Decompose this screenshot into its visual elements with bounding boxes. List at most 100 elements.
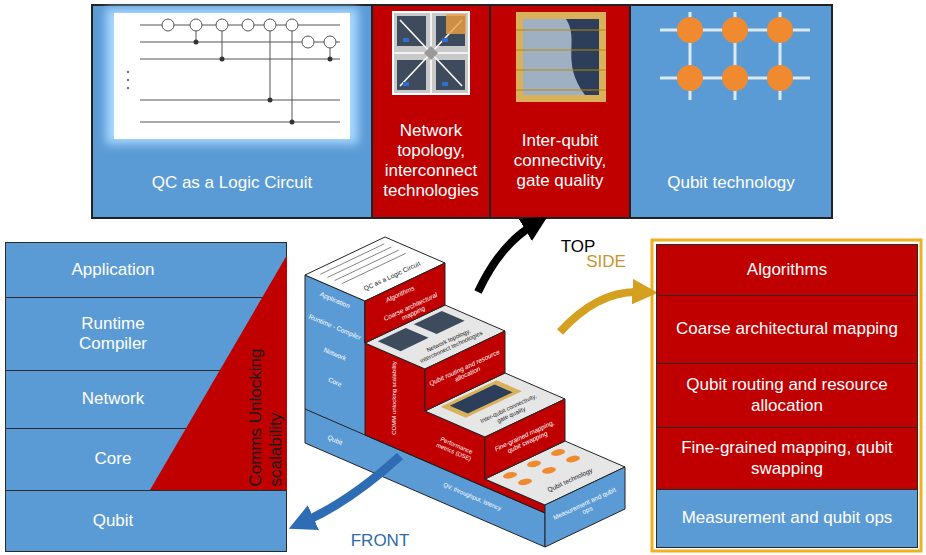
circuit-picture [268,98,273,103]
circuit-picture [140,100,340,101]
banner [490,5,630,218]
network-picture [424,46,438,60]
comms-triangle: Comms Unlocking scalability [150,250,287,490]
network-picture [393,12,469,94]
circuit-picture [127,71,129,89]
chip-picture [516,30,606,31]
chip-picture [516,30,606,90]
circuit-picture [127,71,129,73]
layer-box: Application [5,242,287,298]
banner [371,5,373,218]
box-label: QC as a Logic Circuit [152,173,313,193]
circuit-picture [328,57,333,62]
box-label: Network [82,389,144,409]
staircase [545,467,625,547]
chip-picture [516,12,606,102]
circuit-picture [270,25,271,100]
layer-box: Coarse architectural mapping [656,295,918,364]
top-arrow [478,226,532,292]
box-label: Runtime Compiler [48,314,178,354]
box-label: Network topology, interconnect technolog… [382,121,480,201]
circuit-picture [194,40,199,45]
banner [489,5,491,218]
layer-box: Fine-grained mapping, qubit swapping [656,427,918,490]
box-label: Core [95,449,132,469]
circuit-picture [140,25,340,122]
staircase [305,275,545,547]
chip-picture [516,90,606,91]
side-outline [652,240,921,551]
circuit-picture [140,122,340,123]
staircase [305,237,625,547]
box-label: Algorithms [747,260,827,280]
banner [372,5,490,218]
banner [92,5,832,218]
circuit-picture [162,19,174,31]
box-label: Application [71,260,154,280]
step-qubits [563,455,583,464]
step-qubits [524,459,544,468]
banner-panel: Qubit technology [630,150,832,216]
circuit-picture [302,36,314,48]
step-circuit [327,247,391,277]
circuit-picture [264,19,276,31]
network-picture [446,14,466,34]
qubit-lattice-picture [677,17,703,43]
view-label: SIDE [586,252,626,272]
circuit-picture [127,79,129,81]
circuit-picture [190,19,202,31]
circuit-picture [220,57,225,62]
network-picture [442,82,448,86]
circuit-picture [290,120,295,125]
network-picture [403,38,409,42]
qubit-lattice-picture [660,12,810,100]
circuit-picture [216,19,228,31]
banner-panel: QC as a Logic Circuit [92,150,372,216]
qubit-lattice-picture [677,65,703,91]
circuit-picture [292,25,293,122]
qubit-lattice-picture [677,17,793,91]
step-circuit [320,244,384,274]
box-label: Coarse architectural mapping [676,319,898,339]
layer-box: Qubit [5,490,287,552]
chip-picture [516,70,606,71]
face-label: COMM unlocking scalability [391,354,398,442]
qubit-lattice-picture [767,65,793,91]
step-qubits [500,471,520,480]
circuit-picture [106,8,358,144]
box-label: Inter-qubit connectivity, gate quality [500,131,620,191]
banner [92,5,832,218]
box-label: Qubit routing and resource allocation [665,375,909,415]
box-label: Qubit technology [667,173,795,193]
network-picture [403,82,409,86]
layer-box: Algorithms [656,244,918,296]
layer-box: Qubit routing and resource allocation [656,363,918,428]
banner [630,5,832,218]
chip-picture [516,50,606,51]
circuit-picture [194,40,333,125]
banner [629,5,631,218]
qubit-lattice-picture [722,65,748,91]
circuit-picture [114,13,350,139]
box-label: Qubit [93,511,134,531]
step-network [414,311,465,334]
circuit-picture [324,36,336,48]
front-arrow [306,456,400,521]
step-network [378,328,429,351]
qubit-lattice-picture [767,17,793,43]
rotated-label: Comms Unlocking scalability [246,312,286,487]
circuit-picture [242,19,254,31]
qubit-lattice-picture [722,17,748,43]
qubit-lattice-picture [660,12,810,100]
network-picture [393,12,469,94]
network-picture [403,38,448,86]
banner-panel: Network topology, interconnect technolog… [374,106,488,216]
step-qubits [539,466,559,475]
box-label: Measurement and qubit ops [682,508,893,528]
step-qubits [515,477,535,486]
banner [92,5,372,218]
circuit-picture [106,8,358,144]
layer-box: Measurement and qubit ops [656,489,918,548]
circuit-picture [140,59,340,60]
box-label: Fine-grained mapping, qubit swapping [665,438,909,478]
